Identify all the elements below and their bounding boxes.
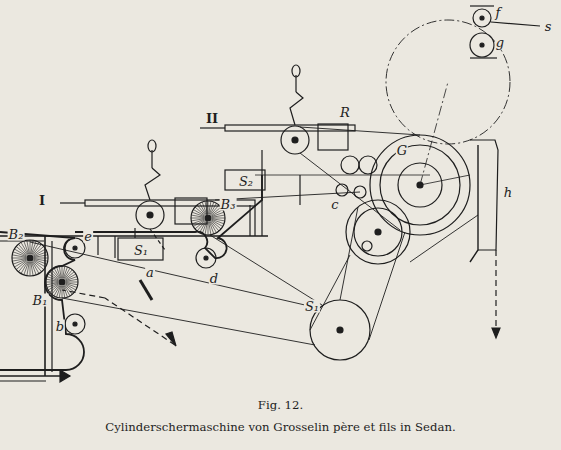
bristle [208,201,209,214]
bristle [13,259,26,264]
bristle [200,203,207,214]
bristle [57,267,61,278]
bristle [202,202,206,214]
bristle [14,260,26,267]
bristle [212,219,224,223]
bristle [46,279,58,281]
cloth-path [75,175,262,258]
bristle [212,218,225,219]
bristle [66,282,78,283]
bristle [63,266,65,278]
bristle [210,221,217,232]
callout-letter: a [145,266,155,279]
cloth-path [470,145,478,262]
shearing-unit-II [200,65,377,198]
bristle [63,286,67,297]
callout-letter: s [544,20,553,33]
drive-gear [310,6,540,360]
brush-axle [59,279,65,285]
bristle [193,220,204,227]
bristle [191,219,204,221]
bristle [63,286,65,298]
bristle [209,202,213,214]
bristle [46,282,58,283]
drive-belts [30,127,478,345]
callout-letter: G [396,144,408,157]
bristle [34,259,47,264]
bristle [32,261,39,273]
bristle [59,286,61,298]
callout-letter: h [503,186,513,199]
bristle [192,219,204,223]
bristle [31,262,33,276]
bristle [12,259,26,261]
figure-number: Fig. 12. [0,398,561,412]
callout-letter: S₁ [133,244,149,257]
callout-letter: b [55,320,65,333]
brush-outline [46,266,78,298]
bristle [30,262,31,276]
bristle [209,222,211,235]
bristle [62,266,63,278]
brush-outline [12,240,48,276]
callout-letter: I [38,194,46,207]
bristle [66,283,78,285]
bristle [33,249,45,256]
bristle [212,215,225,217]
bristle [24,262,29,275]
bristle [208,222,209,235]
bristle [191,218,204,219]
bristle [66,277,77,281]
callout-letter: S₁ [304,300,320,313]
figure-caption: Cylinderschermaschine von Grosselin père… [0,420,561,434]
callout-letter: d [209,272,219,285]
callout-letter: B₂ [8,228,25,241]
cloth-path [0,232,84,370]
bristle [209,222,213,234]
bristle [212,212,224,216]
callout-letter: S₂ [238,175,254,188]
bristle [13,252,26,257]
brush-axle [205,215,211,221]
bristle [192,212,204,216]
guide-rollers [65,238,216,334]
callout-letter: II [205,112,219,125]
callout-letter: g [495,36,505,49]
callout-letter: f [495,6,502,19]
bristle [21,242,28,254]
callout-letter: R [339,106,351,119]
bristle [34,252,47,257]
bristle [47,283,58,287]
callout-letter: c [330,198,339,211]
frame [0,150,430,382]
callout-letter: B₃ [220,198,237,211]
bristle [12,258,26,259]
brush-axle [27,255,33,261]
bristle [27,240,29,254]
bristle [31,262,36,275]
callout-letter: e [83,230,93,243]
bristle [34,258,48,259]
bristle [46,283,58,285]
bristle [34,255,48,257]
bristle [62,286,63,298]
brush-rollers [12,201,225,298]
shearing-unit-I [60,140,255,260]
bristle [24,241,29,254]
bar-a [62,280,176,346]
bristle [59,266,61,278]
callout-letter: B₁ [32,294,49,307]
bristle [66,279,78,281]
